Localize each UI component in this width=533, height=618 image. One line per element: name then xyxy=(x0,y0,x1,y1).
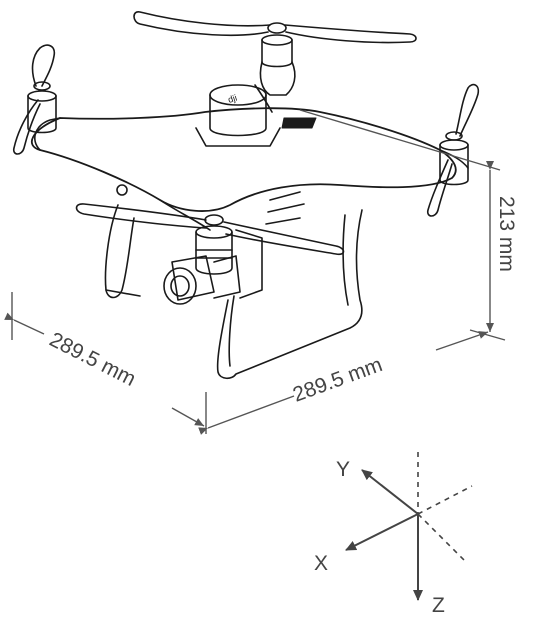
y-axis-arrow xyxy=(361,469,419,515)
svg-text:dji: dji xyxy=(227,93,239,105)
gps-module: dji xyxy=(195,84,281,147)
back-propeller xyxy=(133,11,417,44)
height-label: 213 mm xyxy=(495,196,518,272)
left-propeller xyxy=(12,44,56,155)
depth-dimension-line-b xyxy=(171,407,205,427)
width-dimension-line-a xyxy=(198,395,295,435)
axis-indicator: Y X Z xyxy=(314,452,473,617)
z-axis-label: Z xyxy=(432,594,445,617)
width-label: 289.5 mm xyxy=(290,353,386,407)
left-arm xyxy=(34,117,61,151)
drone-body-shell xyxy=(30,107,457,212)
top-vent xyxy=(281,117,317,129)
right-arm xyxy=(439,149,469,169)
axis-diagonal-dashed-up xyxy=(417,485,473,515)
gimbal-camera xyxy=(163,229,263,305)
depth-dimension-line-a xyxy=(4,312,45,335)
depth-label: 289.5 mm xyxy=(46,328,140,391)
landing-gear-left xyxy=(104,204,135,299)
axis-diagonal-dashed-down xyxy=(417,513,467,563)
front-motor xyxy=(195,214,233,275)
x-axis-label: X xyxy=(314,552,328,575)
height-extension-top xyxy=(299,109,501,171)
right-propeller xyxy=(426,83,480,217)
side-sensor xyxy=(116,184,128,196)
landing-gear-front xyxy=(216,209,363,380)
y-axis-label: Y xyxy=(336,458,350,481)
width-dimension-line-b xyxy=(435,331,489,351)
back-motor xyxy=(259,22,296,96)
x-axis-arrow xyxy=(345,513,419,551)
dimensions: 213 mm 289.5 mm 289.5 mm xyxy=(4,109,518,435)
side-vents xyxy=(265,191,305,225)
drone-illustration: dji xyxy=(12,11,480,380)
left-motor xyxy=(27,81,57,134)
